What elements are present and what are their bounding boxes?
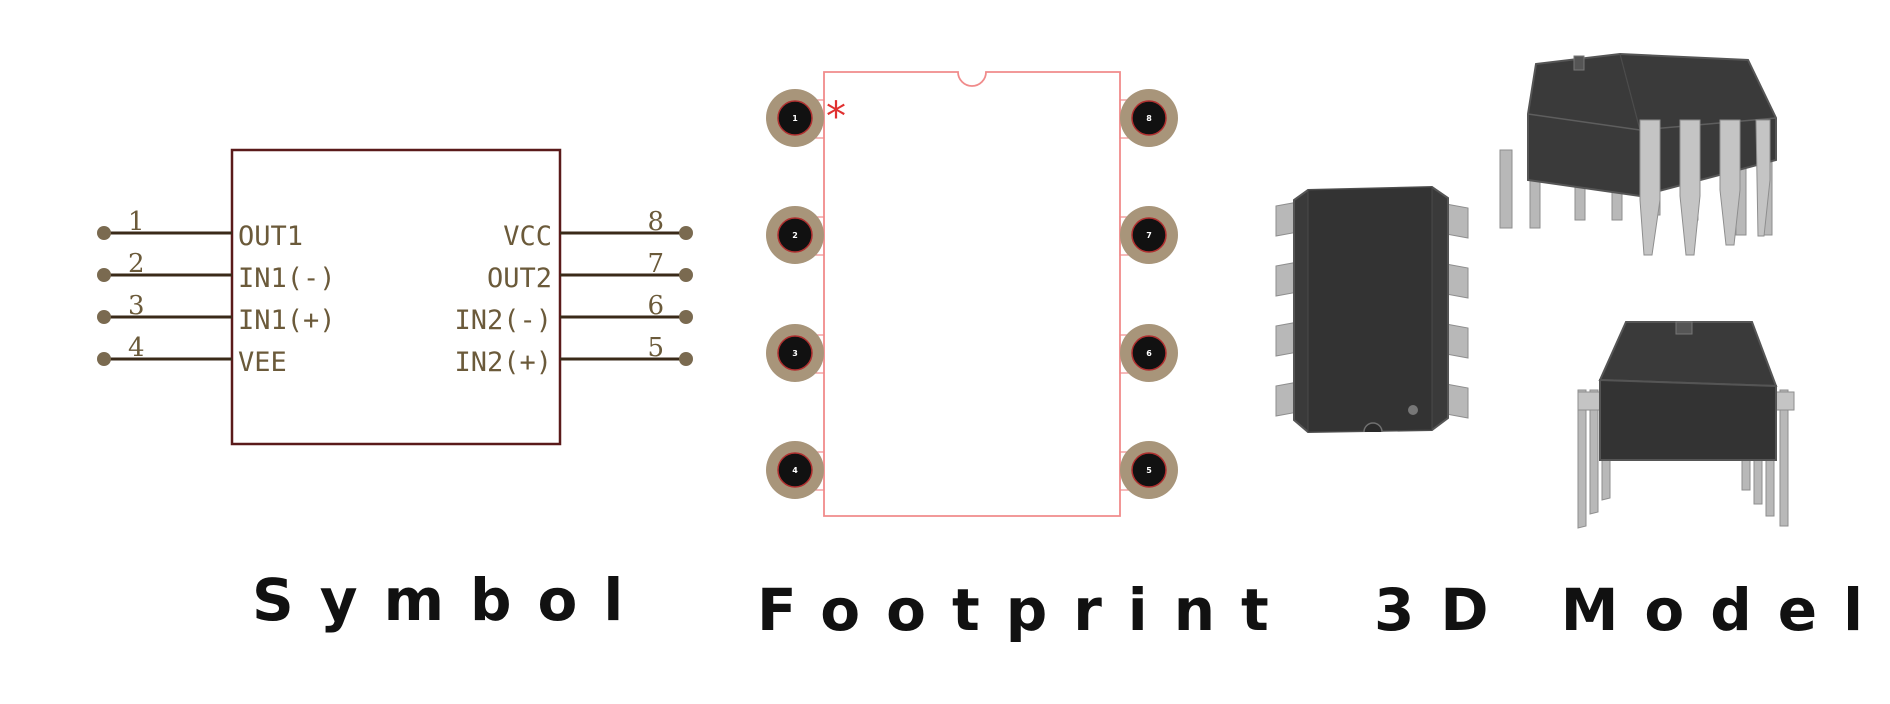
pad-hole: [1131, 335, 1167, 371]
3d-model-side-view: [1577, 321, 1795, 529]
pin-end-dot: [679, 268, 693, 282]
pin-end-dot: [679, 226, 693, 240]
pad-hole: [777, 100, 813, 136]
pin-end-dot: [679, 352, 693, 366]
pin-number: 2: [128, 249, 145, 279]
symbol-pin-2: 2 IN1(-): [97, 249, 336, 294]
pin1-marker: *: [826, 94, 846, 140]
schematic-symbol: 1 OUT1 2 IN1(-) 3 IN1(+) 4 VEE: [97, 148, 693, 446]
symbol-body: [230, 148, 562, 446]
pin-name: VEE: [238, 347, 287, 378]
pad-number: 7: [1146, 231, 1152, 240]
pin-number: 1: [128, 207, 145, 237]
pad-number: 3: [792, 349, 798, 358]
pin-name: VCC: [503, 221, 552, 252]
footprint-pad-4: 4: [766, 441, 825, 499]
pin-number: 7: [647, 249, 664, 279]
footprint-pad-3: 3: [766, 324, 825, 382]
pin-number: 8: [647, 207, 664, 237]
footprint-pad-1: 1: [766, 89, 825, 147]
pad-number: 2: [792, 231, 798, 240]
footprint-pad-7: 7: [1119, 206, 1178, 264]
symbol-pin-7: 7 OUT2: [487, 249, 693, 294]
pad-hole: [777, 217, 813, 253]
3d-model-perspective-view: [1499, 52, 1777, 256]
symbol-caption: Symbol: [252, 566, 650, 634]
pcb-footprint: * 1 2 3: [766, 71, 1178, 517]
pin-end-dot: [679, 310, 693, 324]
pin-name: IN2(-): [454, 305, 552, 336]
footprint-caption: Footprint: [757, 576, 1295, 644]
pin-name: OUT2: [487, 263, 552, 294]
3d-model-views: [1275, 52, 1795, 529]
pin-name: IN1(+): [238, 305, 336, 336]
symbol-pin-6: 6 IN2(-): [454, 291, 693, 336]
symbol-pin-5: 5 IN2(+): [454, 333, 693, 378]
3d-model-caption: 3D Model: [1374, 576, 1889, 644]
symbol-pin-3: 3 IN1(+): [97, 291, 336, 336]
pad-number: 5: [1146, 466, 1152, 475]
pad-hole: [1131, 452, 1167, 488]
footprint-pad-5: 5: [1119, 441, 1178, 499]
footprint-pad-2: 2: [766, 206, 825, 264]
pin-name: IN1(-): [238, 263, 336, 294]
symbol-pin-8: 8 VCC: [503, 207, 693, 252]
footprint-pad-6: 6: [1119, 324, 1178, 382]
pin-end-dot: [97, 268, 111, 282]
pin-end-dot: [97, 226, 111, 240]
pad-hole: [777, 452, 813, 488]
3d-model-top-view: [1275, 185, 1469, 434]
footprint-outline: [823, 71, 1121, 517]
pin-number: 5: [647, 333, 664, 363]
pin-number: 4: [128, 333, 145, 363]
pad-hole: [1131, 217, 1167, 253]
pin-end-dot: [97, 352, 111, 366]
pad-number: 1: [792, 114, 798, 123]
symbol-pin-4: 4 VEE: [97, 333, 287, 378]
symbol-pin-1: 1 OUT1: [97, 207, 303, 252]
pin-end-dot: [97, 310, 111, 324]
pin-number: 6: [647, 291, 664, 321]
pin-number: 3: [128, 291, 145, 321]
pad-hole: [1131, 100, 1167, 136]
pad-number: 6: [1146, 349, 1152, 358]
pad-number: 8: [1146, 114, 1152, 123]
footprint-pad-8: 8: [1119, 89, 1178, 147]
pin-name: OUT1: [238, 221, 303, 252]
pad-number: 4: [792, 466, 798, 475]
pin-name: IN2(+): [454, 347, 552, 378]
pad-hole: [777, 335, 813, 371]
